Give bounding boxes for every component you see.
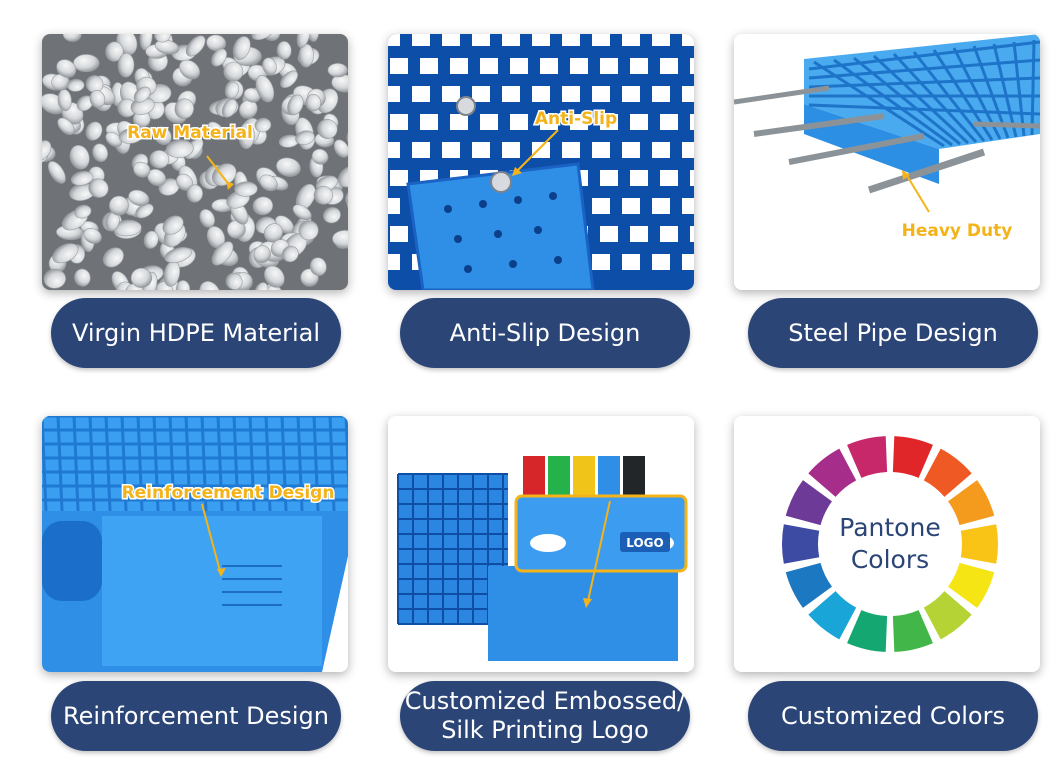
- color-wheel-segment: [808, 591, 857, 640]
- reinforcement-design-label: Reinforcement Design: [51, 681, 341, 751]
- color-wheel-segment: [923, 591, 972, 640]
- color-wheel-segment: [923, 448, 972, 497]
- reinforced-pallet-image: Reinforcement Design: [42, 416, 348, 672]
- colors-card: Pantone Colors: [734, 416, 1040, 672]
- color-wheel-segment: [808, 448, 857, 497]
- steel-pipe-card: Heavy Duty: [734, 34, 1040, 290]
- customized-logo-label: Customized Embossed/ Silk Printing Logo: [400, 681, 690, 751]
- pallet-surface-image: Anti-Slip: [388, 34, 694, 290]
- color-wheel-segment: [847, 610, 888, 652]
- colors-text: Colors: [851, 545, 929, 574]
- color-wheel-segment: [847, 436, 888, 478]
- reinforcement-card: Reinforcement Design: [42, 416, 348, 672]
- logo-pallet-image: LOGO: [388, 416, 694, 672]
- color-wheel-segment: [960, 524, 999, 564]
- pantone-text: Pantone: [839, 513, 940, 542]
- color-wheel-segment: [948, 480, 995, 526]
- color-wheel-image: Pantone Colors: [734, 416, 1040, 672]
- anti-slip-annotation: Anti-Slip: [535, 109, 617, 129]
- raw-material-card: Raw Material: [42, 34, 348, 290]
- customized-colors-label: Customized Colors: [748, 681, 1038, 751]
- plastic-pellets-image: Raw Material: [42, 34, 348, 290]
- anti-slip-design-label: Anti-Slip Design: [400, 298, 690, 368]
- steel-pipe-pallet-image: Heavy Duty: [734, 34, 1040, 290]
- anti-slip-card: Anti-Slip: [388, 34, 694, 290]
- raw-material-annotation: Raw Material: [127, 123, 253, 143]
- logo-card: LOGO: [388, 416, 694, 672]
- color-wheel-segment: [781, 524, 820, 564]
- heavy-duty-annotation: Heavy Duty: [902, 221, 1013, 241]
- color-wheel-segment: [785, 562, 832, 608]
- reinforcement-annotation: Reinforcement Design: [122, 483, 335, 503]
- color-wheel-segment: [785, 480, 832, 526]
- steel-pipe-design-label: Steel Pipe Design: [748, 298, 1038, 368]
- color-wheel-segment: [892, 436, 933, 478]
- logo-text: LOGO: [626, 536, 663, 550]
- virgin-hdpe-material-label: Virgin HDPE Material: [51, 298, 341, 368]
- color-wheel-segment: [892, 610, 933, 652]
- color-wheel-segment: [948, 562, 995, 608]
